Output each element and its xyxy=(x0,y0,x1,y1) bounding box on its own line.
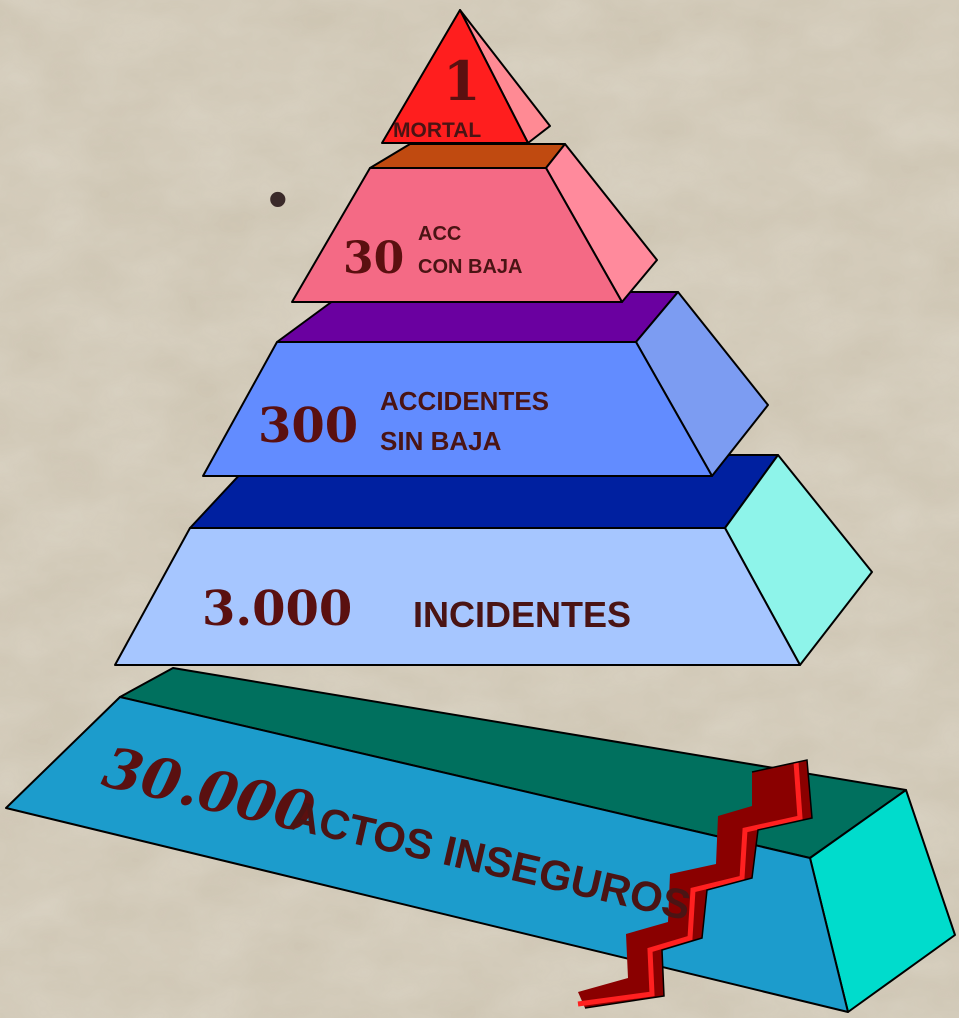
tier-4-label: INCIDENTES xyxy=(413,594,631,635)
tier-1-number: 1 xyxy=(443,49,481,113)
tier-2 xyxy=(291,143,658,303)
crack-outline xyxy=(584,759,813,1009)
tier-4-number: 3.000 xyxy=(202,581,352,637)
tier-4-front-face xyxy=(114,527,801,666)
tier-2-label-line2: CON BAJA xyxy=(418,256,522,278)
tier-2-number: 30 xyxy=(343,233,404,284)
tier-1-front-face xyxy=(381,9,529,144)
tier-2-front-face xyxy=(291,167,623,303)
tier-3-label-line1: ACCIDENTES xyxy=(380,386,549,416)
tier-1-label: MORTAL xyxy=(393,119,481,142)
bullet-mark: • xyxy=(268,167,288,230)
tier-3-number: 300 xyxy=(258,398,358,454)
tier-3-label-line2: SIN BAJA xyxy=(380,426,502,456)
tier-2-label-line1: ACC xyxy=(418,223,461,245)
tier-3-front-face xyxy=(202,341,713,477)
crack-highlight xyxy=(577,761,803,1007)
tier-3 xyxy=(202,291,769,477)
crack-shadow xyxy=(578,760,812,1008)
crack-steps xyxy=(577,759,813,1009)
tier-1 xyxy=(381,9,551,144)
